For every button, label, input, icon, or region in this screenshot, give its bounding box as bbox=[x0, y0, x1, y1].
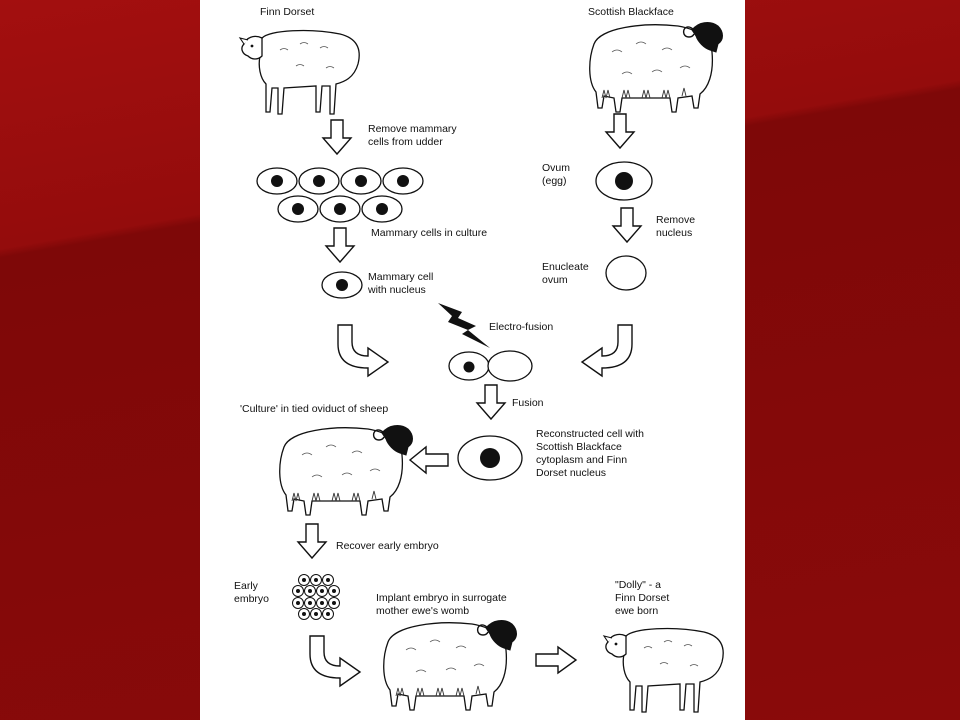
scottish-blackface-sheep-icon bbox=[589, 21, 724, 113]
oviduct-sheep-icon bbox=[279, 424, 414, 516]
diagram-slide: Finn Dorset Scottish Blackface Remove ma… bbox=[200, 0, 745, 720]
arrow-down-fusion bbox=[476, 384, 506, 420]
label-dolly: "Dolly" - a Finn Dorset ewe born bbox=[615, 579, 670, 617]
reconstructed-cell bbox=[457, 435, 523, 481]
arrow-down-2 bbox=[325, 227, 355, 263]
label-remove-mammary: Remove mammary cells from udder bbox=[368, 123, 457, 148]
surrogate-sheep-icon bbox=[383, 619, 518, 711]
curved-arrow-bottom bbox=[309, 635, 362, 688]
cloning-diagram bbox=[239, 21, 724, 713]
arrow-down-1 bbox=[322, 119, 352, 155]
arrow-left-to-surrogate bbox=[408, 445, 449, 475]
enucleate-ovum-cell bbox=[605, 255, 647, 291]
lightning-bolt-icon bbox=[438, 303, 490, 348]
label-fusion: Fusion bbox=[512, 397, 544, 409]
arrow-down-embryo bbox=[297, 523, 327, 559]
label-enucleate-ovum: Enucleate ovum bbox=[542, 261, 589, 286]
label-electro-fusion: Electro-fusion bbox=[489, 321, 554, 333]
ovum-cell bbox=[595, 161, 653, 201]
label-ovum: Ovum (egg) bbox=[542, 162, 571, 187]
label-mammary-culture: Mammary cells in culture bbox=[371, 227, 488, 239]
arrow-down-3 bbox=[605, 113, 635, 149]
arrow-right-to-dolly bbox=[535, 646, 577, 674]
label-early-embryo: Early embryo bbox=[234, 580, 270, 605]
label-culture-oviduct: 'Culture' in tied oviduct of sheep bbox=[240, 403, 389, 415]
label-remove-nucleus: Remove nucleus bbox=[656, 214, 696, 239]
mammary-cell-nucleus bbox=[321, 271, 363, 299]
label-scottish-blackface: Scottish Blackface bbox=[588, 6, 674, 18]
curved-arrow-left bbox=[337, 324, 390, 378]
label-reconstructed-cell: Reconstructed cell with Scottish Blackfa… bbox=[536, 428, 644, 479]
early-embryo-cluster bbox=[292, 574, 340, 620]
curved-arrow-right bbox=[580, 324, 633, 378]
finn-dorset-sheep-icon bbox=[239, 29, 360, 115]
label-finn-dorset: Finn Dorset bbox=[260, 6, 315, 18]
mammary-cells-culture bbox=[256, 167, 424, 223]
electro-fusion-cells bbox=[448, 350, 533, 382]
label-mammary-cell-nucleus: Mammary cell with nucleus bbox=[368, 271, 434, 296]
dolly-sheep-icon bbox=[603, 627, 724, 713]
label-recover-embryo: Recover early embryo bbox=[336, 540, 439, 552]
label-implant-embryo: Implant embryo in surrogate mother ewe's… bbox=[376, 592, 507, 617]
arrow-down-4 bbox=[612, 207, 642, 243]
